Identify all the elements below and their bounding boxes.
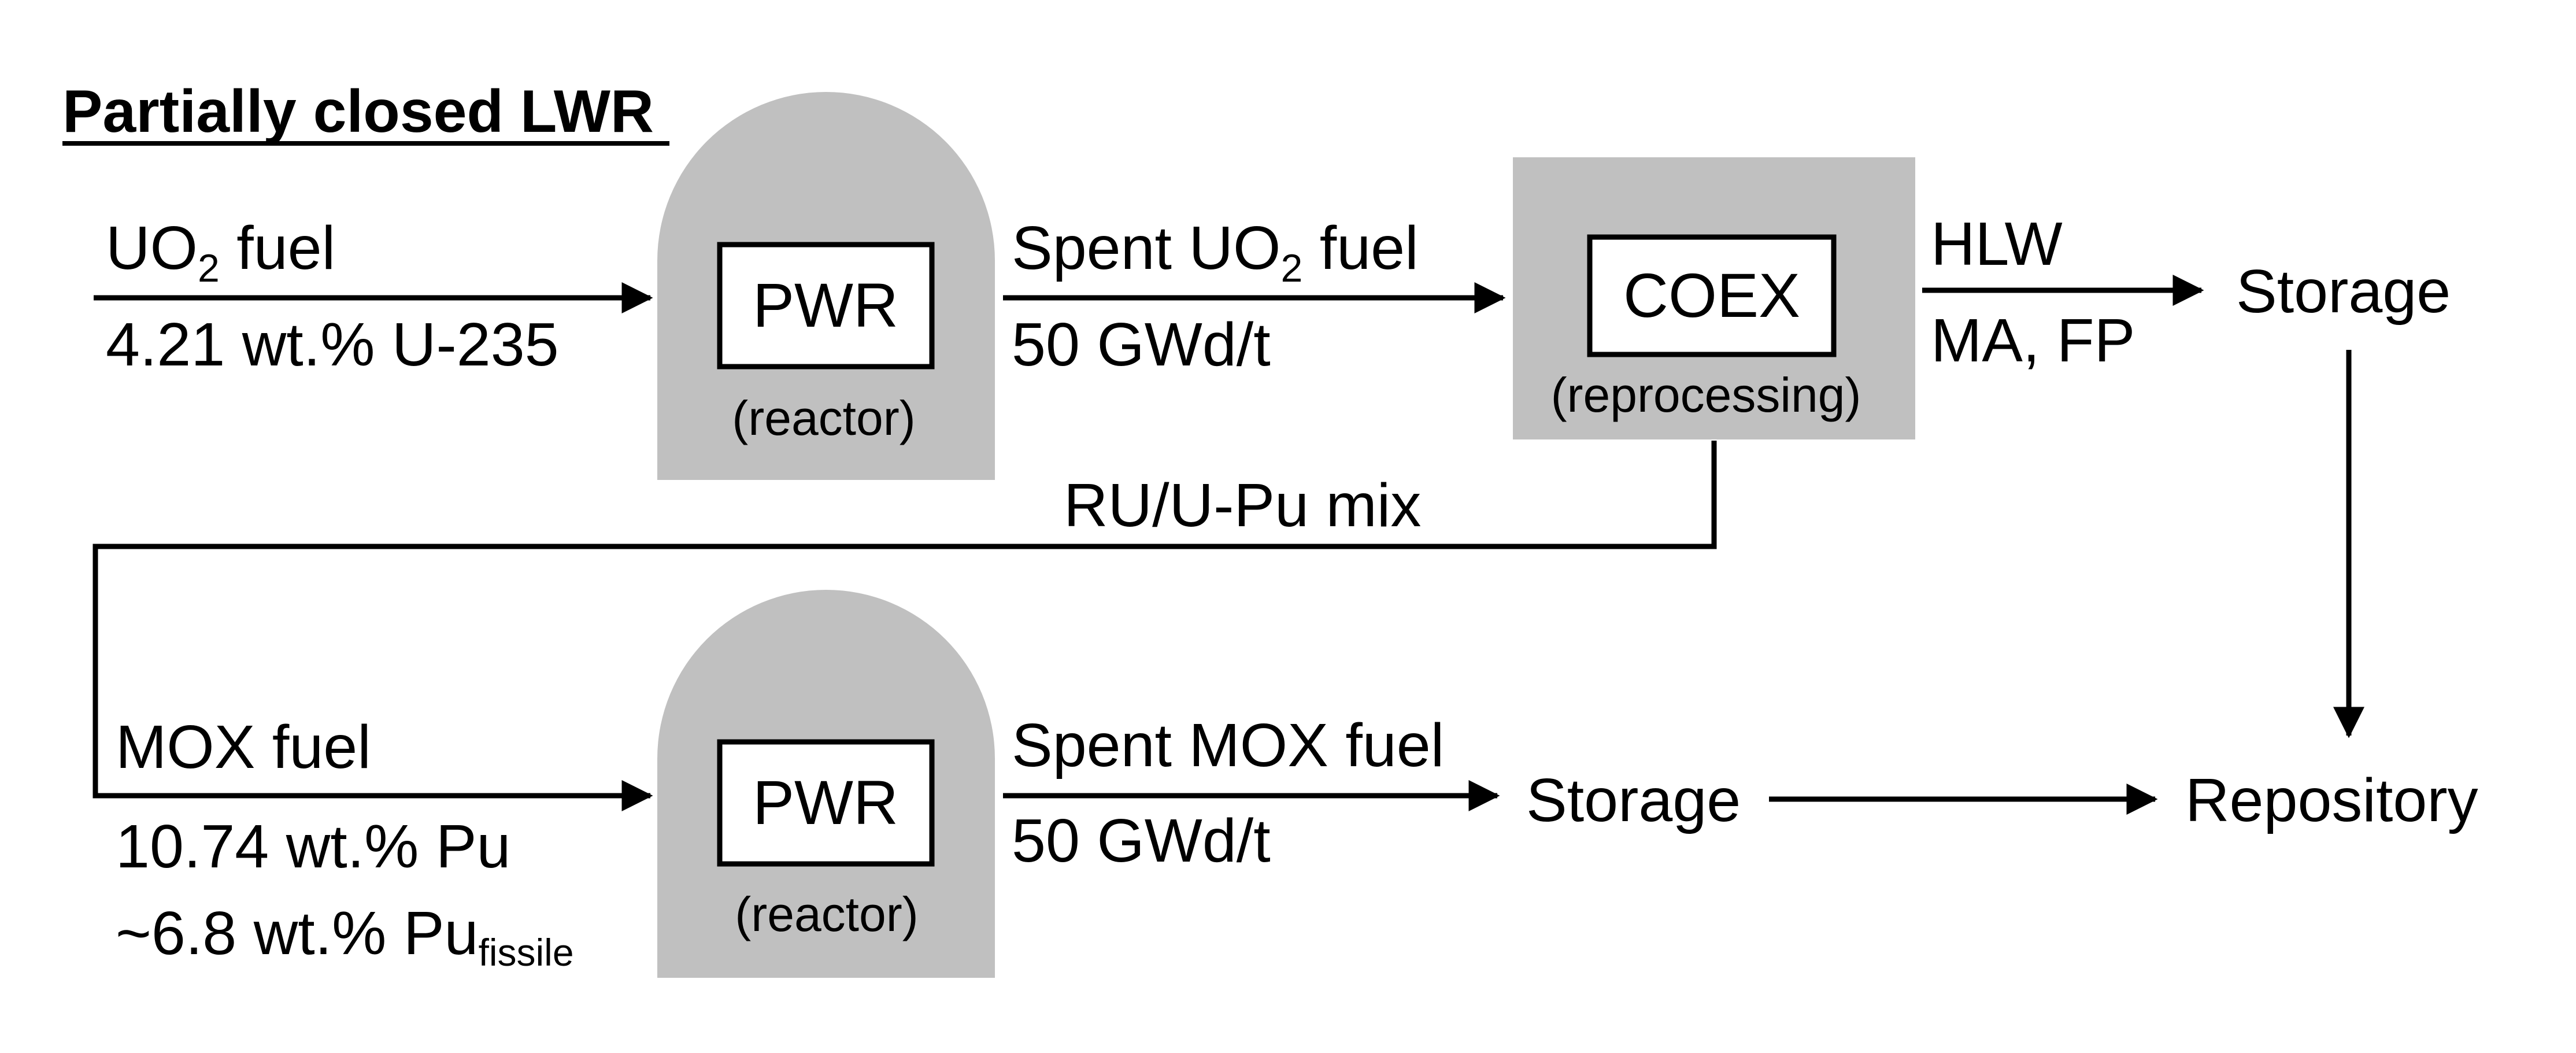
reactor-bottom-sublabel: (reactor) xyxy=(735,887,918,941)
coex-plant: COEX (reprocessing) xyxy=(1513,157,1915,439)
uo2-enrichment-label: 4.21 wt.% U-235 xyxy=(106,311,559,379)
spent-mox-label: Spent MOX fuel xyxy=(1012,711,1444,779)
reactor-top: PWR (reactor) xyxy=(657,92,995,480)
hlw-content-label: MA, FP xyxy=(1931,306,2135,375)
repository-label: Repository xyxy=(2185,766,2478,834)
uo2-fuel-label: UO2 fuel xyxy=(106,214,335,290)
reactor-bottom-label: PWR xyxy=(753,767,898,837)
storage-bottom-label: Storage xyxy=(1526,766,1741,834)
recycle-path xyxy=(92,441,1717,811)
spent-mox-burnup-label: 50 GWd/t xyxy=(1012,807,1271,875)
storage-top-label: Storage xyxy=(2236,257,2451,326)
mox-fuel-label: MOX fuel xyxy=(116,713,371,781)
recycle-label: RU/U-Pu mix xyxy=(1064,471,1421,540)
hlw-label: HLW xyxy=(1931,210,2063,278)
mox-pu-content-label: 10.74 wt.% Pu xyxy=(116,812,511,881)
diagram-title: Partially closed LWR xyxy=(62,78,654,145)
reactor-bottom-box xyxy=(717,739,935,867)
spent-uo2-burnup-label: 50 GWd/t xyxy=(1012,311,1271,379)
reactor-bottom: PWR (reactor) xyxy=(657,590,995,978)
reactor-top-label: PWR xyxy=(753,270,898,340)
mox-fissile-label: ~6.8 wt.% Pufissile xyxy=(116,899,574,974)
coex-label: COEX xyxy=(1623,260,1800,330)
reactor-top-sublabel: (reactor) xyxy=(732,391,915,445)
spent-uo2-label: Spent UO2 fuel xyxy=(1012,214,1419,290)
coex-sublabel: (reprocessing) xyxy=(1551,368,1861,422)
coex-box xyxy=(1587,234,1837,357)
reactor-top-box xyxy=(717,242,935,370)
